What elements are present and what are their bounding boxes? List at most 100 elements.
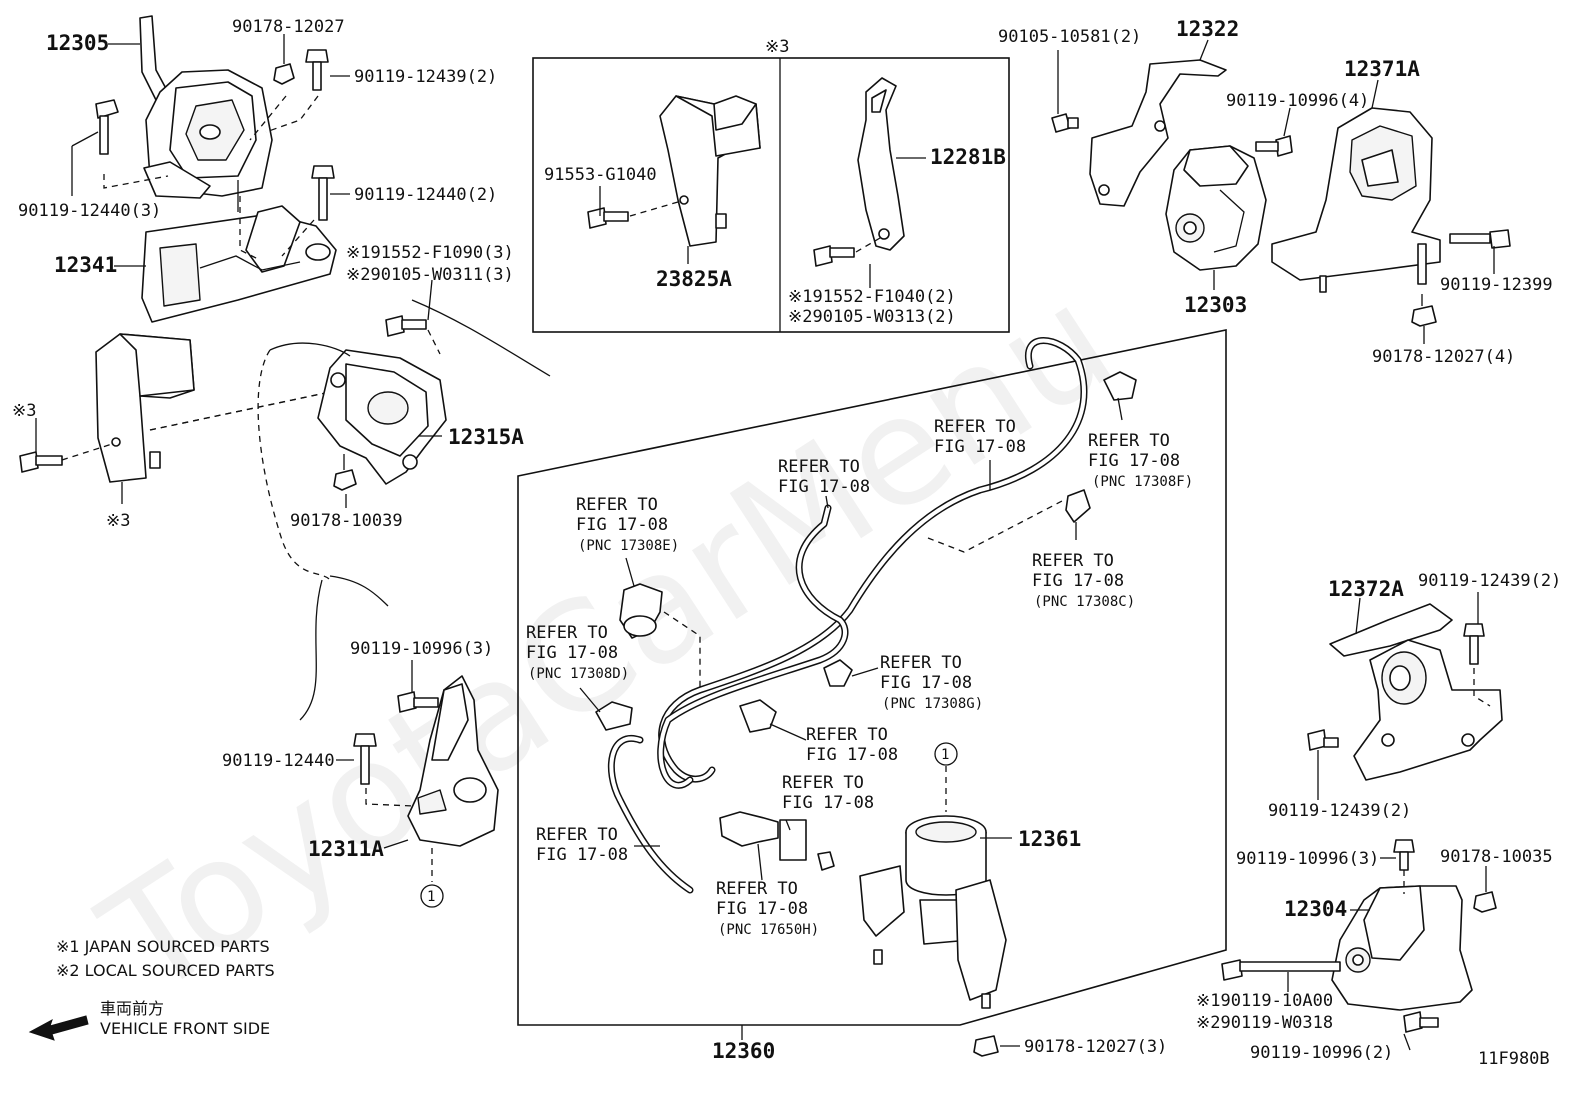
label-90119-10996-4: 90119-10996(4) — [1226, 91, 1369, 111]
bracket-12315a — [317, 349, 447, 485]
svg-text:FIG 17-08: FIG 17-08 — [782, 793, 874, 813]
bolt-90119-12440-lower — [353, 733, 377, 785]
svg-text:(PNC 17308D): (PNC 17308D) — [528, 666, 629, 682]
label-90119-12440: 90119-12440 — [222, 751, 335, 771]
bracket-12281b — [857, 77, 905, 251]
svg-text:FIG 17-08: FIG 17-08 — [526, 643, 618, 663]
bolt-191552-f1090 — [385, 315, 427, 337]
label-90119-12399: 90119-12399 — [1440, 275, 1553, 295]
part-labels: 12305 90178-12027 90119-12439(2) 90119-1… — [12, 17, 1561, 1063]
clamp-17308g — [823, 659, 853, 687]
label-12303: 12303 — [1184, 293, 1247, 317]
ref-mid-1: REFER TO FIG 17-08 — [806, 725, 898, 765]
bolt-90119-12439-right-low — [1307, 729, 1339, 751]
svg-text:(PNC 17308C): (PNC 17308C) — [1034, 594, 1135, 610]
label-mark3-left: ※3 — [12, 401, 36, 421]
figure-code: 11F980B — [1478, 1049, 1550, 1069]
svg-text:REFER TO: REFER TO — [1032, 551, 1114, 571]
svg-text:1: 1 — [941, 747, 949, 763]
label-12361: 12361 — [1018, 827, 1081, 851]
ref-upper-center: REFER TO FIG 17-08 — [778, 457, 870, 497]
bolt-90178-12027 — [273, 63, 295, 85]
nut-90178-10035 — [1473, 891, 1497, 913]
label-91553-g1040: 91553-G1040 — [544, 165, 657, 185]
svg-text:(PNC 17308E): (PNC 17308E) — [578, 538, 679, 554]
detail-box-mark: ※3 — [765, 37, 789, 57]
ref-e: REFER TO FIG 17-08 (PNC 17308E) — [576, 495, 679, 554]
hose-assembly-12360 — [607, 337, 1088, 894]
bolt-90105-10581 — [1051, 113, 1079, 133]
label-90119-10996-3b: 90119-10996(3) — [1236, 849, 1379, 869]
bolt-90119-10996-upper-right — [1255, 135, 1293, 157]
note-japan-sourced: ※1 JAPAN SOURCED PARTS — [56, 937, 270, 956]
bolt-90119-12439-right-top — [1463, 623, 1485, 665]
label-90119-10996-2: 90119-10996(2) — [1250, 1043, 1393, 1063]
source-notes: ※1 JAPAN SOURCED PARTS ※2 LOCAL SOURCED … — [56, 937, 275, 980]
label-90119-12439-2b: 90119-12439(2) — [1418, 571, 1561, 591]
svg-text:REFER TO: REFER TO — [934, 417, 1016, 437]
ref-h: REFER TO FIG 17-08 (PNC 17650H) — [716, 879, 819, 938]
bolt-191552-f1040 — [813, 245, 855, 267]
label-90105-10581: 90105-10581(2) — [998, 27, 1141, 47]
clamp-17308c — [1065, 489, 1091, 523]
leader-lines — [35, 34, 1495, 1051]
svg-text:REFER TO: REFER TO — [782, 773, 864, 793]
ref-g: REFER TO FIG 17-08 (PNC 17308G) — [880, 653, 983, 712]
bolt-90119-12399 — [1449, 229, 1511, 249]
mount-12305 — [139, 15, 273, 212]
svg-text:FIG 17-08: FIG 17-08 — [806, 745, 898, 765]
label-mark3-bottom: ※3 — [106, 511, 130, 531]
mount-12372a — [1329, 603, 1503, 781]
svg-text:FIG 17-08: FIG 17-08 — [576, 515, 668, 535]
clamp-17308f — [1103, 371, 1137, 401]
svg-text:REFER TO: REFER TO — [880, 653, 962, 673]
svg-text:(PNC 17308F): (PNC 17308F) — [1092, 474, 1193, 490]
svg-text:FIG 17-08: FIG 17-08 — [1088, 451, 1180, 471]
bolt-mark3-left — [19, 451, 63, 473]
mount-12371a — [1271, 107, 1441, 293]
clamp-17308e — [619, 583, 663, 639]
label-12371a: 12371A — [1344, 57, 1420, 81]
svg-text:1: 1 — [427, 889, 435, 905]
label-90178-12027: 90178-12027 — [232, 17, 345, 37]
svg-text:REFER TO: REFER TO — [806, 725, 888, 745]
label-290105-w0311: ※290105-W0311(3) — [346, 265, 514, 285]
bolt-90119-10996-right-2 — [1403, 1011, 1439, 1033]
bolt-90119-12440-left — [95, 99, 119, 155]
label-12322: 12322 — [1176, 17, 1239, 41]
label-90119-12440-3: 90119-12440(3) — [18, 201, 161, 221]
label-12281b: 12281B — [930, 145, 1006, 169]
valve-17650h — [719, 811, 835, 871]
svg-text:REFER TO: REFER TO — [716, 879, 798, 899]
front-arrow-icon — [28, 1015, 89, 1041]
svg-text:FIG 17-08: FIG 17-08 — [1032, 571, 1124, 591]
circle-marker-1-center: 1 — [934, 742, 958, 766]
svg-text:FIG 17-08: FIG 17-08 — [716, 899, 808, 919]
ref-d: REFER TO FIG 17-08 (PNC 17308D) — [526, 623, 629, 682]
label-90119-12439-2c: 90119-12439(2) — [1268, 801, 1411, 821]
svg-text:FIG 17-08: FIG 17-08 — [934, 437, 1026, 457]
bolt-90119-12440-mid — [311, 165, 335, 221]
svg-text:REFER TO: REFER TO — [536, 825, 618, 845]
front-label-jp: 車両前方 — [100, 999, 164, 1018]
label-290119-w0318: ※290119-W0318 — [1196, 1013, 1333, 1033]
label-12315a: 12315A — [448, 425, 524, 449]
svg-text:REFER TO: REFER TO — [1088, 431, 1170, 451]
label-90119-10996-3a: 90119-10996(3) — [350, 639, 493, 659]
label-190119-10a00: ※190119-10A00 — [1196, 991, 1333, 1011]
nut-90178-10039 — [333, 469, 357, 491]
ref-mid-2: REFER TO FIG 17-08 — [782, 773, 874, 813]
mount-12304 — [1331, 885, 1473, 1011]
label-191552-f1040: ※191552-F1040(2) — [788, 287, 956, 307]
svg-text:REFER TO: REFER TO — [576, 495, 658, 515]
label-90119-12439-2a: 90119-12439(2) — [354, 67, 497, 87]
svg-text:REFER TO: REFER TO — [778, 457, 860, 477]
ref-upper-right: REFER TO FIG 17-08 — [934, 417, 1026, 457]
label-90178-12027-4: 90178-12027(4) — [1372, 347, 1515, 367]
label-90119-12440-2: 90119-12440(2) — [354, 185, 497, 205]
bolt-190119-10a00 — [1221, 959, 1341, 981]
label-12341: 12341 — [54, 253, 117, 277]
label-12305: 12305 — [46, 31, 109, 55]
ref-c: REFER TO FIG 17-08 (PNC 17308C) — [1032, 551, 1135, 610]
